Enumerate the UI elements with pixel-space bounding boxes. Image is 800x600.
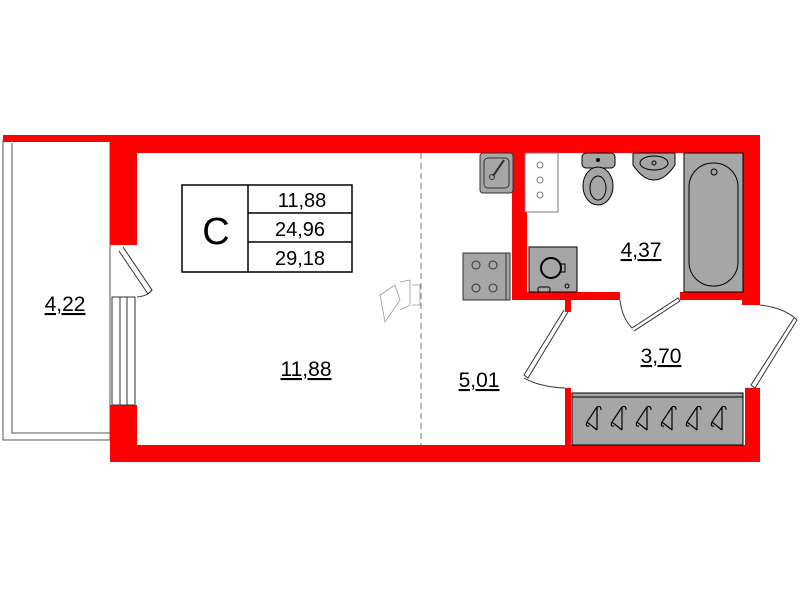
hanger-icon [585,405,602,431]
chair-icon [379,279,421,324]
hanger-icon [710,405,727,431]
counter-icon [524,152,559,213]
living-area-value: 11,88 [278,190,327,212]
room-area-living-room: 11,88 [281,358,332,381]
bathtub-icon [683,152,744,293]
apartment-type-letter: С [202,211,229,253]
total-area-value: 29,18 [275,248,325,270]
stove-icon [462,252,511,301]
washing-machine-icon [528,246,578,293]
hanger-icon [635,405,652,431]
hanger-icon [610,405,627,431]
room-area-balcony: 4,22 [45,293,86,316]
kitchen-sink-icon [479,152,514,194]
room-area-kitchen: 5,01 [459,369,500,392]
door-icon [118,246,798,389]
walls [3,135,760,462]
window-icon [111,296,136,406]
toilet-icon [581,152,616,206]
hanger-icon [685,405,702,431]
area-without-balcony-value: 24,96 [275,219,325,241]
room-area-hallway: 3,70 [641,345,682,368]
hanger-icon [660,405,677,431]
summary-table [181,184,353,273]
wardrobe-icon [571,392,744,446]
washbasin-icon [632,152,676,181]
balcony [2,139,111,441]
room-area-bathroom: 4,37 [621,239,662,262]
